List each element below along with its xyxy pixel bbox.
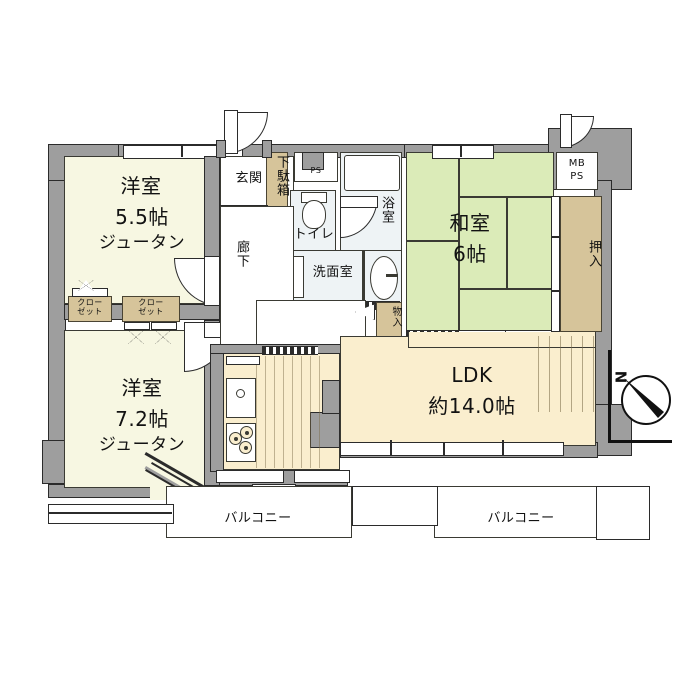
yoshitsu-b-size: 7.2帖 (115, 407, 169, 431)
ldk-window-c[interactable] (444, 442, 506, 456)
fusuma-mark-a (552, 236, 559, 238)
shaft-mb-ps (556, 152, 598, 190)
balcony-left (166, 486, 352, 538)
kitchen-range-hood (226, 356, 260, 365)
kitchen-upper-cabinet (262, 346, 318, 355)
yoshitsu-b-name: 洋室 (121, 376, 163, 400)
ldk-window-mullion-a (390, 440, 392, 456)
room-washitsu (406, 152, 554, 334)
getabako-label: 下駄箱 (274, 155, 289, 197)
ldk-window-a[interactable] (340, 442, 394, 456)
ldk-window-b[interactable] (390, 442, 444, 456)
kitchen-notch-wall-2 (322, 380, 340, 414)
ldk-floor-hatch (538, 336, 594, 412)
oshiire-label: 押入 (586, 240, 601, 268)
compass-frame-left (608, 350, 611, 442)
kitchen-sink-drain (236, 389, 245, 398)
fusuma-mark-b (552, 290, 559, 292)
closet-right (122, 296, 180, 322)
kitchen-sink (226, 378, 256, 418)
balcony-left-rail-line (48, 512, 172, 514)
balcony-right-divider (596, 486, 650, 540)
washitsu-size: 6帖 (453, 242, 487, 266)
stove-burner-3 (239, 441, 252, 454)
compass-icon (621, 375, 671, 425)
door-leaf-bathroom[interactable] (340, 196, 378, 208)
washitsu-name: 和室 (449, 211, 491, 235)
tatami-seam-h1 (407, 240, 459, 242)
compass-rose: N (611, 366, 676, 430)
closet-left-label: クロー ゼット (77, 298, 103, 316)
fusuma-track-oshiire[interactable] (551, 196, 560, 332)
door-leaf-mbps[interactable] (560, 114, 572, 148)
window-mullion-washitsu (460, 145, 462, 157)
window-yoshitsu-a (123, 145, 243, 159)
window-mullion-a (181, 145, 183, 157)
balcony-left-label: バルコニー (224, 511, 292, 526)
kitchen-window-b[interactable] (294, 470, 350, 483)
closet-right-door-a (124, 322, 150, 330)
yoshitsu-a-name: 洋室 (120, 174, 162, 198)
bathtub (344, 155, 400, 191)
yoshitsu-a-size: 5.5帖 (115, 205, 169, 229)
closet-right-arrow-b (155, 330, 171, 344)
closet-right-label: クロー ゼット (138, 298, 164, 316)
genkan-label: 玄関 (235, 171, 263, 186)
closet-right-door-b (151, 322, 177, 330)
compass-frame-bottom (608, 440, 672, 443)
vanity-separator (362, 250, 365, 304)
tatami-seam-v1 (458, 153, 460, 333)
monoire-label: 物入 (390, 306, 401, 328)
door-leaf-entrance[interactable] (224, 110, 238, 154)
door-leaf-yoshitsu-a[interactable] (204, 256, 220, 306)
balcony-right-label: バルコニー (487, 511, 555, 526)
balcony-right-rail (352, 486, 438, 526)
ldk-window-mullion-b (502, 440, 504, 456)
closet-right-arrow-a (128, 330, 144, 344)
yoshitsu-a-floor: ジュータン (98, 233, 186, 253)
stove-burner-2 (240, 426, 253, 439)
tatami-seam-h3 (459, 288, 553, 290)
toilet-label: トイレ (293, 227, 335, 242)
stove-burner-1 (229, 432, 242, 445)
kitchen-floor-hatch (256, 356, 322, 468)
corridor-label: 廊下 (234, 240, 249, 268)
tatami-seam-v2 (506, 197, 508, 289)
kitchen-window-a[interactable] (216, 470, 284, 483)
shaft-ps-notch (302, 152, 324, 170)
closet-left-arrow-up-outline (78, 280, 94, 291)
kitchen-notch-wall (310, 412, 340, 448)
ps-upper-label: PS (310, 166, 322, 175)
yoshitsu-b-floor: ジュータン (98, 435, 186, 455)
vanity-faucet (386, 274, 398, 277)
ldk-name: LDK (451, 363, 493, 387)
washroom-label: 洗面室 (312, 265, 354, 280)
balcony-left-rail (48, 504, 174, 524)
closet-oshiire (560, 196, 602, 332)
window-washitsu (432, 145, 494, 159)
entrance-frame-right (262, 140, 272, 158)
entrance-frame-left (216, 140, 226, 158)
ldk-size: 約14.0帖 (428, 394, 516, 418)
bathroom-label: 浴室 (379, 196, 394, 224)
mbps-text: MB PS (568, 158, 586, 182)
ldk-window-d[interactable] (502, 442, 564, 456)
compass-north-label: N (611, 370, 630, 384)
toilet-bowl (302, 200, 326, 229)
vanity-sink (370, 256, 398, 300)
mbps-label: MB PS (556, 158, 598, 183)
wall-kitchen-left (210, 348, 224, 472)
